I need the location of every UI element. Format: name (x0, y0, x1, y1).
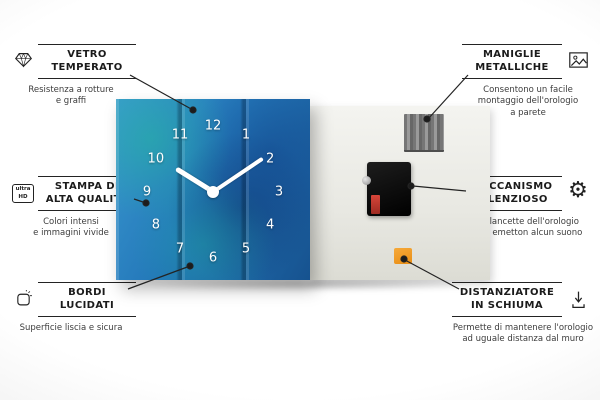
clock-number: 2 (266, 151, 275, 167)
clock-center-cap (207, 186, 219, 198)
clock-number: 3 (274, 184, 284, 200)
product-shadow (122, 277, 484, 291)
clock-number: 1 (241, 127, 251, 143)
callout-subtitle: Resistenza a rotture e graffi (28, 85, 114, 107)
clock-mechanism (362, 162, 411, 216)
diamond-icon (10, 52, 36, 68)
mechanism-knob (362, 176, 371, 185)
clock-number: 4 (266, 217, 275, 233)
picture-frame-icon (564, 52, 592, 68)
clock-back-panel (310, 106, 490, 280)
clock-number: 9 (142, 184, 152, 200)
clock-number: 10 (147, 151, 165, 167)
callout-subtitle: Colori intensi e immagini vivide (33, 217, 109, 239)
ultra-hd-icon: ultra HD (10, 184, 36, 203)
polished-edge-icon (10, 290, 36, 307)
clock-number: 8 (151, 217, 160, 233)
metal-hanger-plate (404, 114, 444, 152)
clock-number: 5 (241, 241, 251, 257)
clock-number: 12 (204, 118, 222, 134)
callout-subtitle: Permette di mantenere l'orologio ad ugua… (452, 323, 594, 345)
clock-number: 7 (175, 241, 185, 257)
spacer-arrow-icon (564, 290, 592, 309)
gear-icon: ⚙ (568, 178, 588, 203)
mechanism-battery (371, 195, 380, 214)
clock-number: 6 (208, 250, 218, 266)
callout-subtitle: Consentono un facile montaggio dell'orol… (477, 85, 579, 118)
callout-subtitle: Superficie liscia e sicura (19, 323, 123, 333)
clock-number: 11 (171, 127, 189, 143)
foam-spacer (394, 248, 412, 264)
